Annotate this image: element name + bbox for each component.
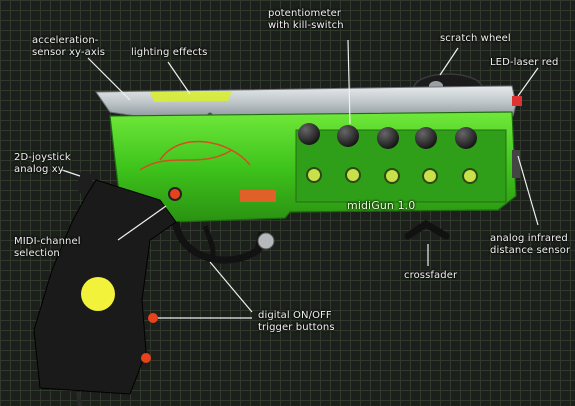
- trigger-guard: [172, 221, 266, 264]
- leader-line: [517, 155, 539, 226]
- circuit-wires: [139, 140, 251, 171]
- circuit-chip: [240, 190, 276, 202]
- crossfader[interactable]: [404, 219, 450, 240]
- trigger-button[interactable]: [148, 313, 158, 323]
- potentiometer-row: [298, 123, 477, 149]
- kill-switch[interactable]: [422, 168, 438, 184]
- potentiometer-knob[interactable]: [415, 127, 437, 149]
- potentiometer-knob[interactable]: [455, 127, 477, 149]
- label-joystick: 2D-joystick analog xy: [14, 152, 71, 175]
- grip-button[interactable]: [81, 277, 115, 311]
- midi-channel-selector[interactable]: [168, 187, 182, 201]
- label-infrared-sensor: analog infrared distance sensor: [490, 233, 571, 256]
- trigger-knob[interactable]: [257, 232, 275, 250]
- label-scratch-wheel: scratch wheel: [440, 33, 511, 44]
- kill-switch-row: [306, 167, 478, 184]
- potentiometer-knob[interactable]: [337, 125, 359, 147]
- label-crossfader: crossfader: [404, 270, 458, 281]
- label-potentiometer: potentiometer with kill-switch: [268, 8, 344, 31]
- label-trigger-buttons: digital ON/OFF trigger buttons: [258, 310, 335, 333]
- leader-line: [209, 261, 253, 313]
- leader-line: [439, 47, 459, 76]
- leader-line: [517, 67, 539, 97]
- potentiometer-knob[interactable]: [377, 127, 399, 149]
- label-lighting-effects: lighting effects: [131, 47, 208, 58]
- leader-line: [61, 169, 81, 177]
- grip-cable: [76, 391, 82, 406]
- kill-switch[interactable]: [462, 168, 478, 184]
- joystick[interactable]: [78, 172, 92, 194]
- label-led-laser: LED-laser red: [490, 57, 559, 68]
- leader-line: [117, 205, 167, 241]
- leader-line: [87, 57, 131, 101]
- infrared-sensor: [512, 150, 520, 178]
- potentiometer-knob[interactable]: [298, 123, 320, 145]
- lighting-strip: [150, 91, 232, 102]
- leader-line: [347, 39, 351, 125]
- trigger[interactable]: [202, 225, 216, 259]
- leader-lines: [61, 39, 539, 319]
- name-plate: midiGun 1.0: [347, 199, 416, 212]
- kill-switch[interactable]: [306, 167, 322, 183]
- led-laser: [512, 96, 522, 106]
- leader-line: [167, 61, 191, 95]
- kill-switch[interactable]: [384, 168, 400, 184]
- label-acceleration-sensor: acceleration- sensor xy-axis: [32, 35, 106, 58]
- kill-switch[interactable]: [345, 167, 361, 183]
- trigger-button[interactable]: [141, 353, 151, 363]
- label-midi-channel: MIDI-channel selection: [14, 236, 81, 259]
